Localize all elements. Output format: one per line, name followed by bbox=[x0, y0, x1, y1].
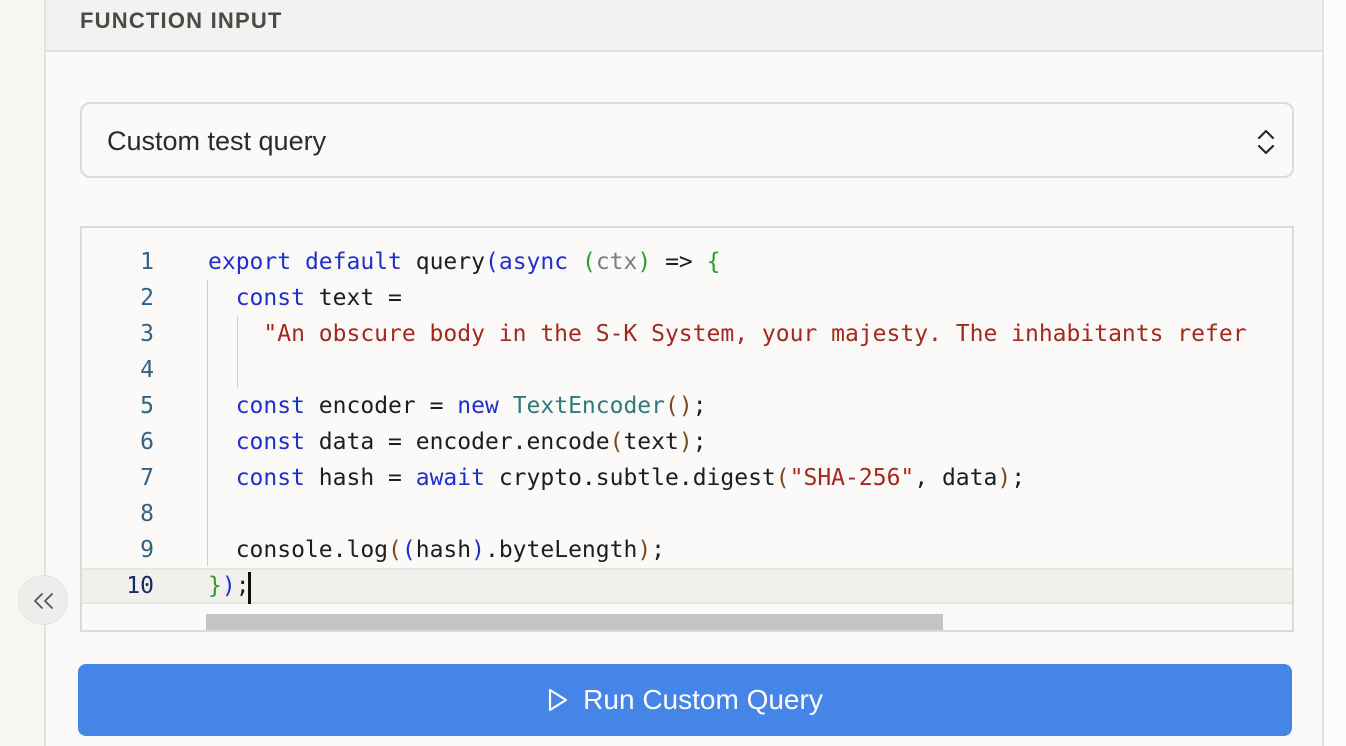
panel-header: FUNCTION INPUT bbox=[46, 0, 1322, 52]
run-button-label: Run Custom Query bbox=[583, 684, 823, 715]
line-number: 10 bbox=[126, 573, 154, 599]
code-line-8[interactable]: 8 bbox=[82, 496, 1292, 532]
horizontal-scrollbar-thumb[interactable] bbox=[206, 614, 943, 630]
collapse-panel-button[interactable] bbox=[18, 575, 68, 625]
code-text: }); bbox=[208, 573, 250, 599]
code-text: const data = encoder.encode(text); bbox=[235, 429, 707, 455]
line-number: 8 bbox=[140, 501, 154, 527]
code-text: const text = bbox=[235, 285, 402, 311]
left-strip bbox=[0, 0, 44, 746]
code-text: const encoder = new TextEncoder(); bbox=[235, 393, 707, 419]
right-strip bbox=[1324, 0, 1346, 746]
double-chevron-left-icon bbox=[34, 593, 53, 609]
line-number: 7 bbox=[140, 465, 154, 491]
indent-guide bbox=[207, 280, 208, 566]
line-number: 3 bbox=[140, 321, 154, 347]
chevron-up-down-icon bbox=[1257, 129, 1275, 155]
line-number: 5 bbox=[140, 393, 154, 419]
line-number: 1 bbox=[140, 249, 154, 275]
code-line-5[interactable]: 5 const encoder = new TextEncoder(); bbox=[82, 388, 1292, 424]
play-outline-icon bbox=[549, 688, 568, 712]
run-custom-query-button[interactable]: Run Custom Query bbox=[78, 664, 1292, 736]
function-input-panel: FUNCTION INPUT Custom test query 1 expor… bbox=[44, 0, 1324, 746]
indent-guide bbox=[237, 316, 238, 388]
query-select-value: Custom test query bbox=[107, 126, 327, 156]
code-line-1[interactable]: 1 export default query(async (ctx) => { bbox=[82, 244, 1292, 280]
run-button-content: Run Custom Query bbox=[78, 664, 1292, 736]
code-line-10[interactable]: 10 }); bbox=[82, 568, 1292, 604]
code-line-6[interactable]: 6 const data = encoder.encode(text); bbox=[82, 424, 1292, 460]
code-line-2[interactable]: 2 const text = bbox=[82, 280, 1292, 316]
query-select[interactable]: Custom test query bbox=[80, 102, 1294, 178]
line-number: 9 bbox=[140, 537, 154, 563]
code-text: const hash = await crypto.subtle.digest(… bbox=[235, 465, 1026, 491]
panel-title: FUNCTION INPUT bbox=[80, 8, 283, 33]
code-text: "An obscure body in the S-K System, your… bbox=[263, 321, 1247, 347]
code-line-4[interactable]: 4 bbox=[82, 352, 1292, 388]
code-text: console.log((hash).byteLength); bbox=[208, 537, 666, 563]
code-line-3[interactable]: 3 "An obscure body in the S-K System, yo… bbox=[82, 316, 1292, 352]
code-text: export default query(async (ctx) => { bbox=[208, 249, 721, 275]
text-cursor bbox=[248, 572, 251, 604]
code-line-7[interactable]: 7 const hash = await crypto.subtle.diges… bbox=[82, 460, 1292, 496]
line-number: 6 bbox=[140, 429, 154, 455]
code-editor[interactable]: 1 export default query(async (ctx) => { … bbox=[80, 226, 1294, 632]
code-line-9[interactable]: 9 console.log((hash).byteLength); bbox=[82, 532, 1292, 568]
line-number: 4 bbox=[140, 357, 154, 383]
line-number: 2 bbox=[140, 285, 154, 311]
